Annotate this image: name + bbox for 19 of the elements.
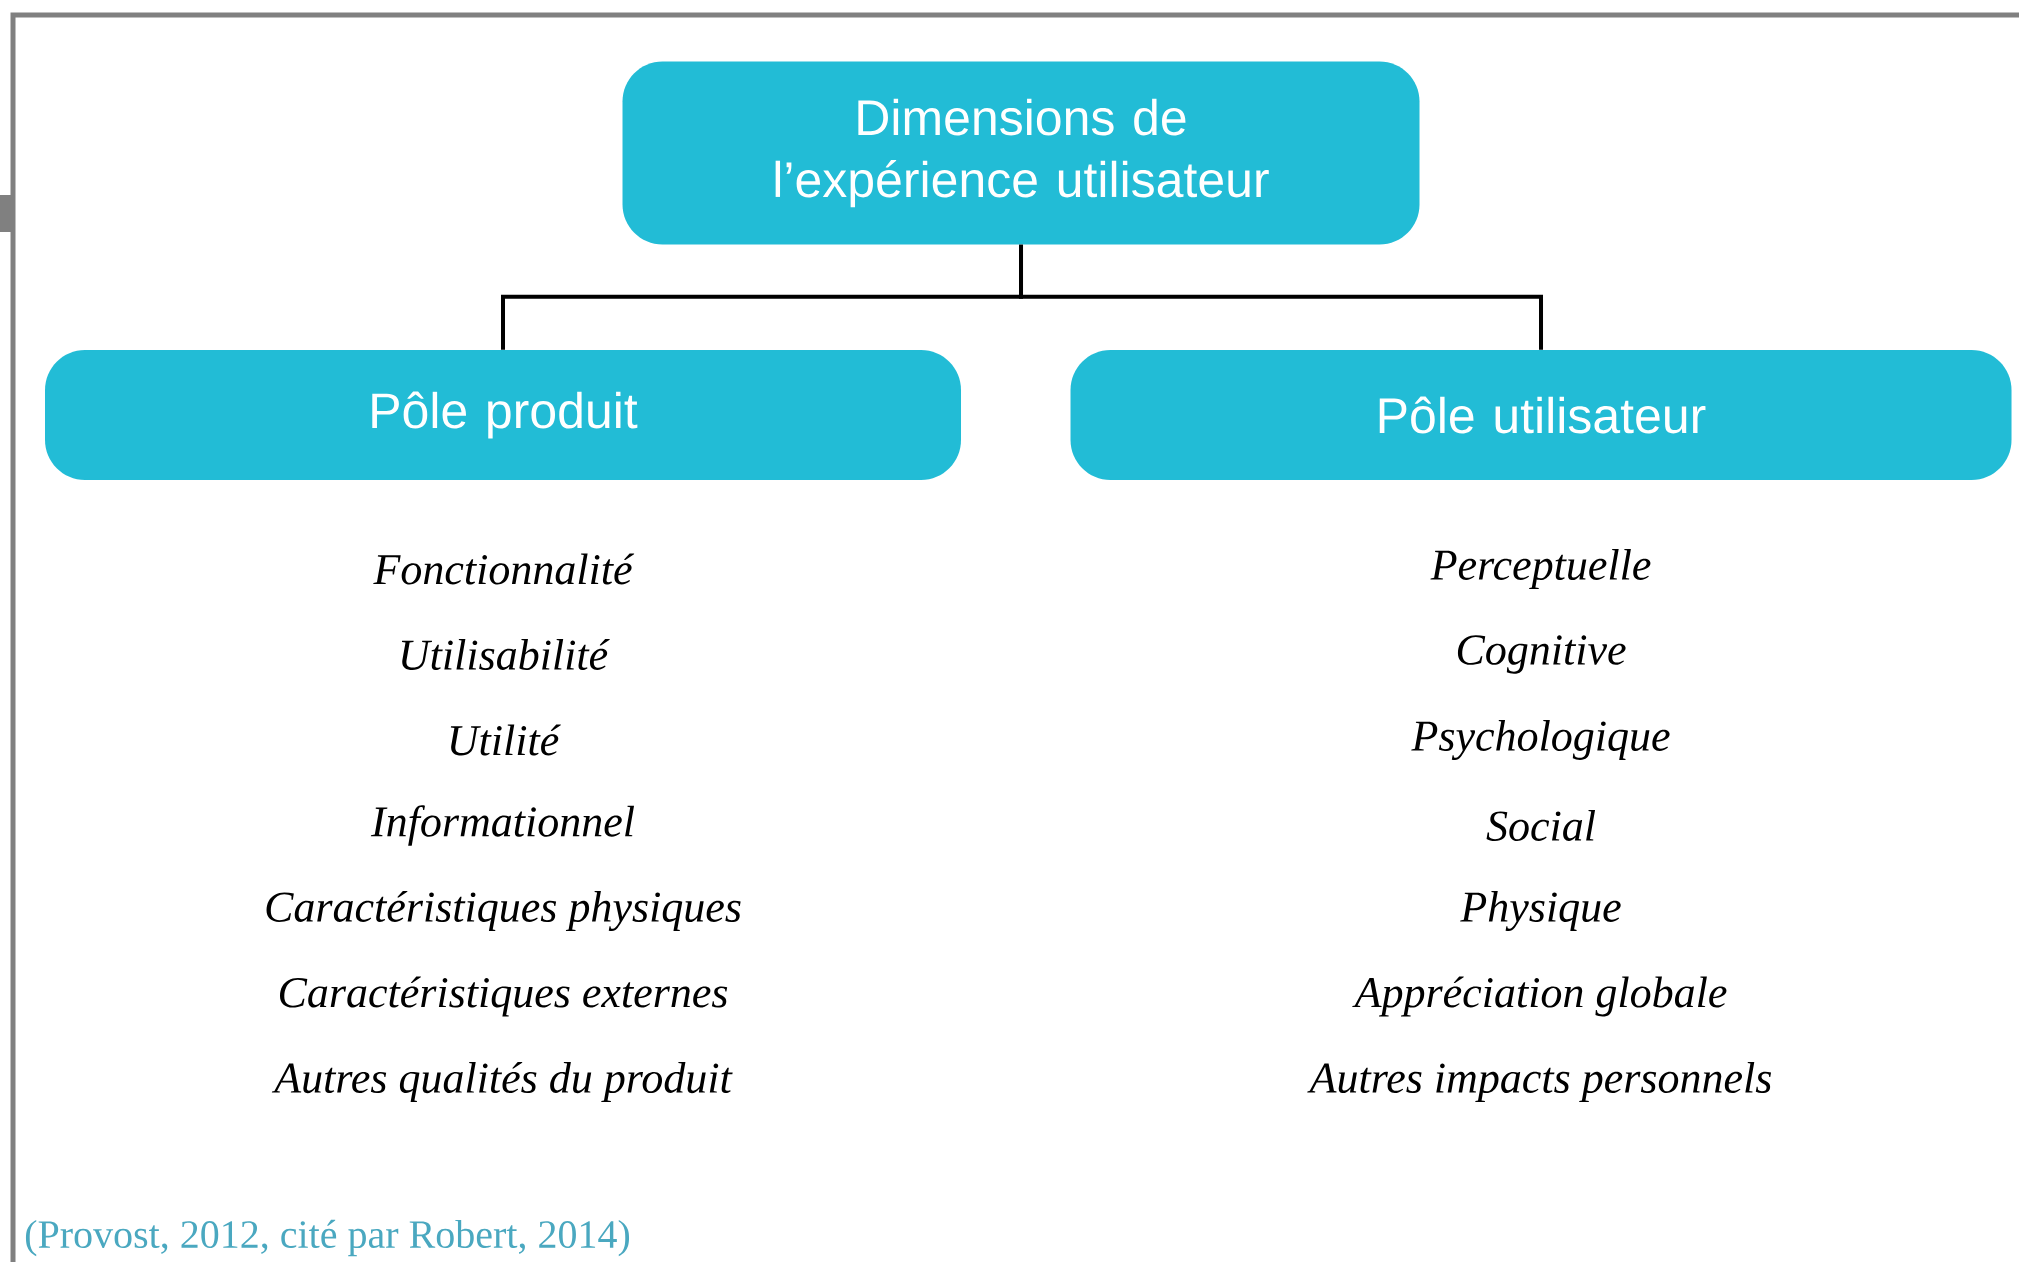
list-item: Caractéristiques externes: [280, 976, 728, 1017]
category-box: Pôle utilisateur: [1070, 350, 2012, 480]
list-item: Social: [1486, 810, 1596, 841]
list-item: Autres impacts personnels: [1307, 1062, 1772, 1102]
tree-connector: [1019, 244, 1543, 350]
category-box: Dimensions de l’expérience utilisateur: [622, 61, 1420, 245]
list-item: Perceptuelle: [1430, 549, 1651, 589]
list-item: Autres qualités du produit: [271, 1062, 733, 1102]
category-box: Pôle produit: [45, 350, 961, 480]
list-item: Utilité: [450, 724, 561, 756]
list-item: Psychologique: [1411, 720, 1670, 760]
list-item: Appréciation globale: [1352, 976, 1727, 1017]
list-item: Caractéristiques physiques: [266, 891, 741, 932]
list-item: Cognitive: [1457, 635, 1626, 674]
list-item: Fonctionnalité: [373, 553, 635, 585]
list-item: Informationnel: [370, 805, 635, 846]
list-item: Utilisabilité: [401, 639, 610, 671]
list-item: Physique: [1460, 891, 1621, 931]
caption: (Provost, 2012, cité par Robert, 2014): [25, 1219, 630, 1257]
